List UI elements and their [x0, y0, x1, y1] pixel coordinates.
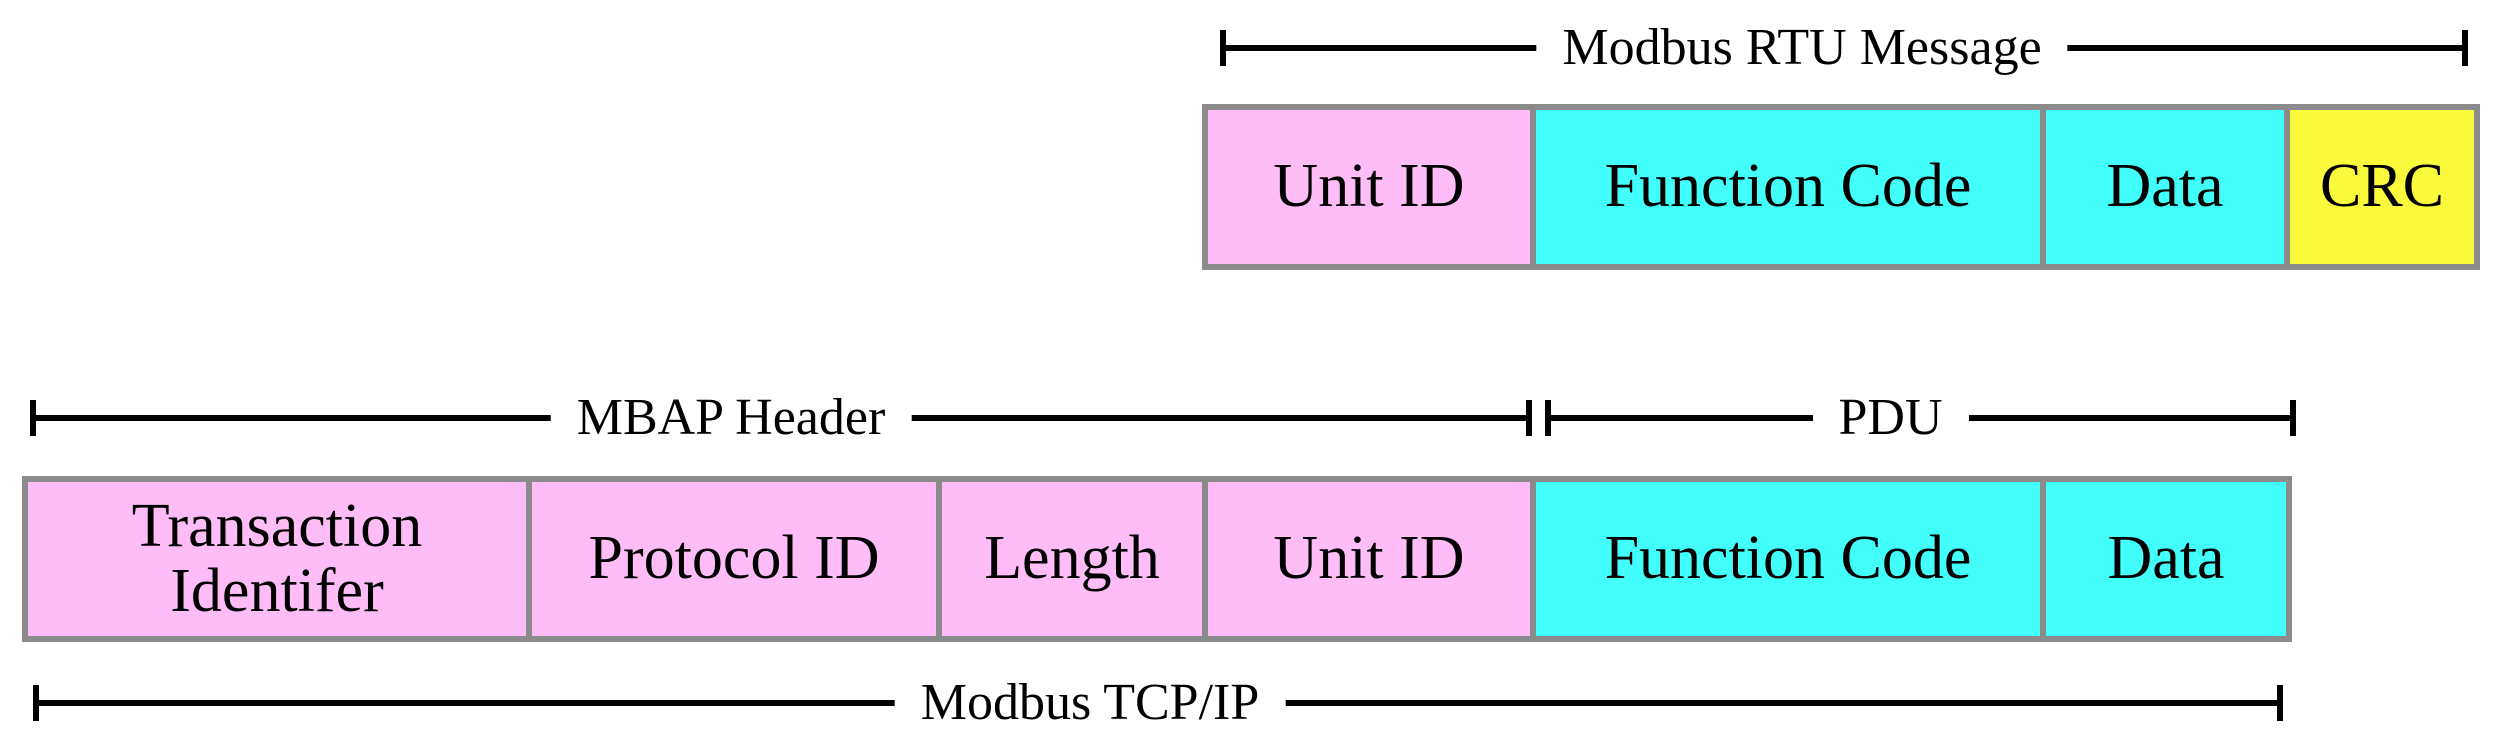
field-tcp-unit-id: Unit ID: [1208, 482, 1530, 636]
modbus-tcpip-bracket-label: Modbus TCP/IP: [894, 677, 1286, 729]
pdu-bracket-label: PDU: [1812, 392, 1969, 444]
field-label: Function Code: [1604, 152, 1972, 221]
pdu-bracket: PDU: [1545, 383, 2296, 453]
field-label: Function Code: [1604, 524, 1972, 593]
field-rtu-unit-id: Unit ID: [1208, 110, 1530, 264]
field-tcp-protocol-id: Protocol ID: [532, 482, 936, 636]
field-label: Unit ID: [1273, 152, 1465, 221]
field-label: CRC: [2319, 152, 2445, 221]
modbus-tcpip-bracket: Modbus TCP/IP: [33, 668, 2283, 738]
rtu-message-bracket: Modbus RTU Message: [1220, 13, 2468, 83]
field-rtu-data: Data: [2046, 110, 2284, 264]
field-label: Length: [984, 524, 1160, 593]
bracket-end-tick: [2462, 30, 2468, 66]
tcp-frame-row: Transaction Identifer Protocol ID Length…: [22, 476, 2292, 642]
rtu-message-bracket-label: Modbus RTU Message: [1536, 22, 2068, 74]
field-rtu-function-code: Function Code: [1536, 110, 2040, 264]
bracket-end-tick: [1526, 400, 1532, 436]
field-label: Data: [2106, 152, 2224, 221]
bracket-end-tick: [2290, 400, 2296, 436]
field-label: Transaction Identifer: [131, 491, 423, 625]
mbap-header-bracket-label: MBAP Header: [550, 392, 912, 444]
field-tcp-function-code: Function Code: [1536, 482, 2040, 636]
field-tcp-length: Length: [942, 482, 1202, 636]
field-rtu-crc: CRC: [2290, 110, 2474, 264]
bracket-end-tick: [2277, 685, 2283, 721]
mbap-header-bracket: MBAP Header: [30, 383, 1532, 453]
field-tcp-data: Data: [2046, 482, 2286, 636]
rtu-frame-row: Unit ID Function Code Data CRC: [1202, 104, 2480, 270]
field-label: Data: [2107, 524, 2225, 593]
field-label: Protocol ID: [588, 524, 880, 593]
field-tcp-transaction-identifier: Transaction Identifer: [28, 482, 526, 636]
field-label: Unit ID: [1273, 524, 1465, 593]
